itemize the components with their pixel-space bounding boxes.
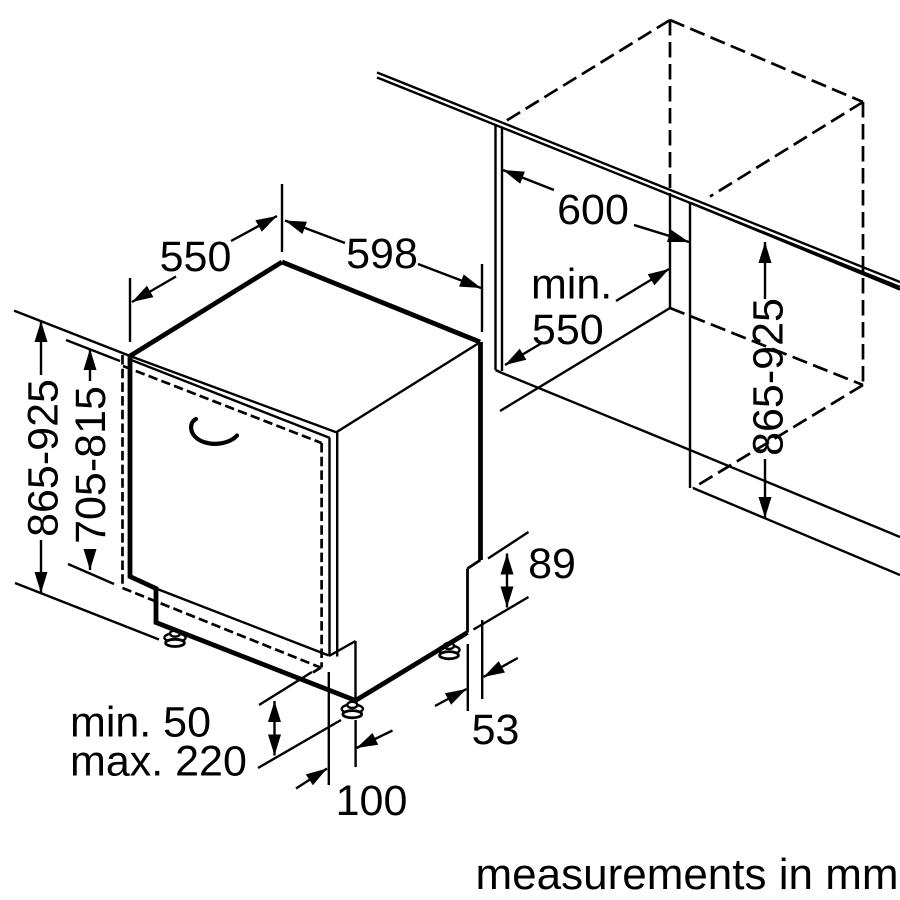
svg-text:550: 550 [532, 306, 604, 354]
svg-text:53: 53 [472, 706, 520, 754]
svg-text:865-925: 865-925 [745, 298, 793, 456]
svg-text:705-815: 705-815 [67, 386, 115, 544]
svg-text:max. 220: max. 220 [70, 738, 247, 786]
svg-text:89: 89 [528, 540, 576, 588]
svg-text:600: 600 [557, 186, 629, 234]
svg-text:598: 598 [346, 230, 418, 278]
svg-text:865-925: 865-925 [20, 379, 68, 537]
svg-text:550: 550 [160, 233, 232, 281]
svg-text:measurements in mm: measurements in mm [476, 850, 899, 899]
svg-text:min. 50: min. 50 [70, 699, 211, 747]
svg-text:min.: min. [531, 261, 612, 309]
svg-text:100: 100 [336, 777, 408, 825]
